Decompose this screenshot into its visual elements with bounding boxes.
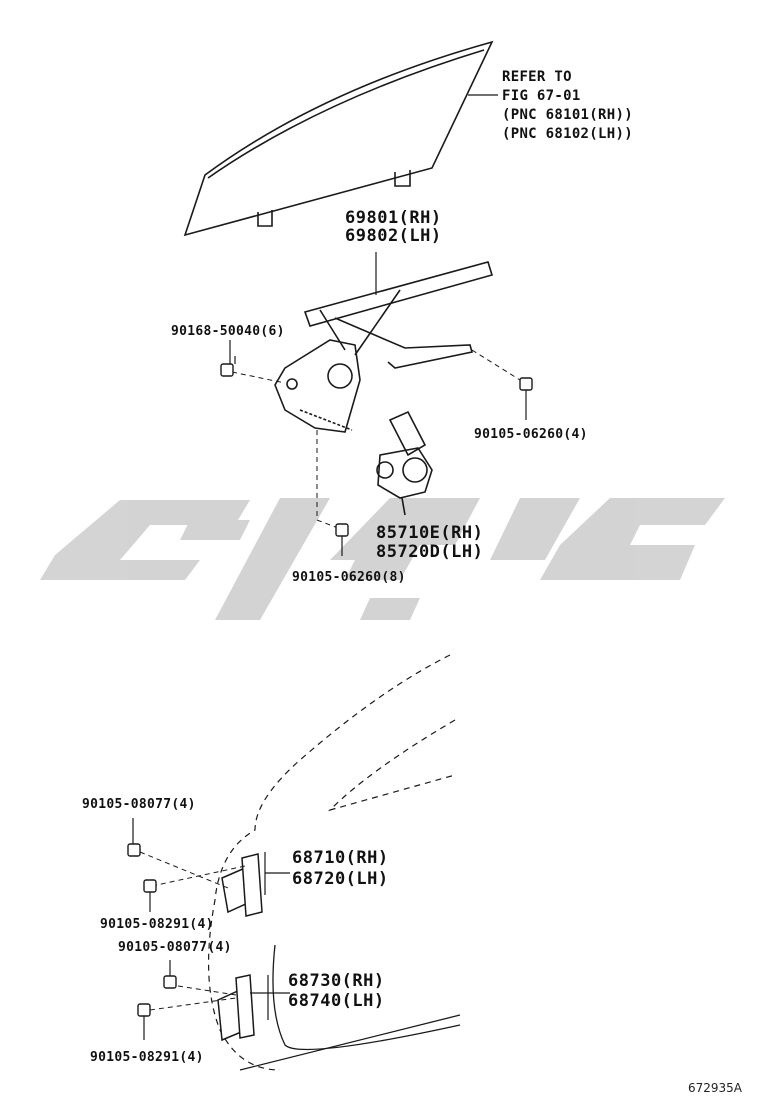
lower-door-hinge <box>217 974 255 1042</box>
motor-lh-label: 85720D(LH) <box>376 542 484 562</box>
refer-line-4: (PNC 68102(LH)) <box>502 126 633 142</box>
lower-hinge-rh-label: 68730(RH) <box>288 971 385 991</box>
bolt-icon <box>127 843 157 893</box>
window-regulator <box>274 261 494 433</box>
motor-rh-label: 85710E(RH) <box>376 523 484 543</box>
upper-door-hinge <box>221 853 263 917</box>
window-glass <box>183 40 494 237</box>
door-outline <box>207 654 456 1071</box>
refer-line-2: FIG 67-01 <box>502 88 581 104</box>
watermark-logo <box>40 498 725 620</box>
regulator-lh-label: 69802(LH) <box>345 226 442 246</box>
upper-hinge-rh-label: 68710(RH) <box>292 848 389 868</box>
lower-hinge-bolt-a-label: 90105-08077(4) <box>118 940 232 955</box>
upper-hinge-bolt-a-label: 90105-08077(4) <box>82 797 196 812</box>
lower-hinge-lh-label: 68740(LH) <box>288 991 385 1011</box>
refer-line-3: (PNC 68101(RH)) <box>502 107 633 123</box>
bolt-icon <box>137 975 177 1017</box>
upper-hinge-lh-label: 68720(LH) <box>292 869 389 889</box>
upper-hinge-bolt-b-label: 90105-08291(4) <box>100 917 214 932</box>
bolt-label-motor: 90105-06260(8) <box>292 570 406 585</box>
figure-number: 672935A <box>688 1081 743 1095</box>
bolt-label-right: 90105-06260(4) <box>474 427 588 442</box>
regulator-motor <box>376 410 433 516</box>
refer-line-1: REFER TO <box>502 69 572 85</box>
regulator-rh-label: 69801(RH) <box>345 208 442 228</box>
bolt-icon <box>220 363 533 537</box>
bolt-label-top-left: 90168-50040(6) <box>171 324 285 339</box>
lower-hinge-bolt-b-label: 90105-08291(4) <box>90 1050 204 1065</box>
